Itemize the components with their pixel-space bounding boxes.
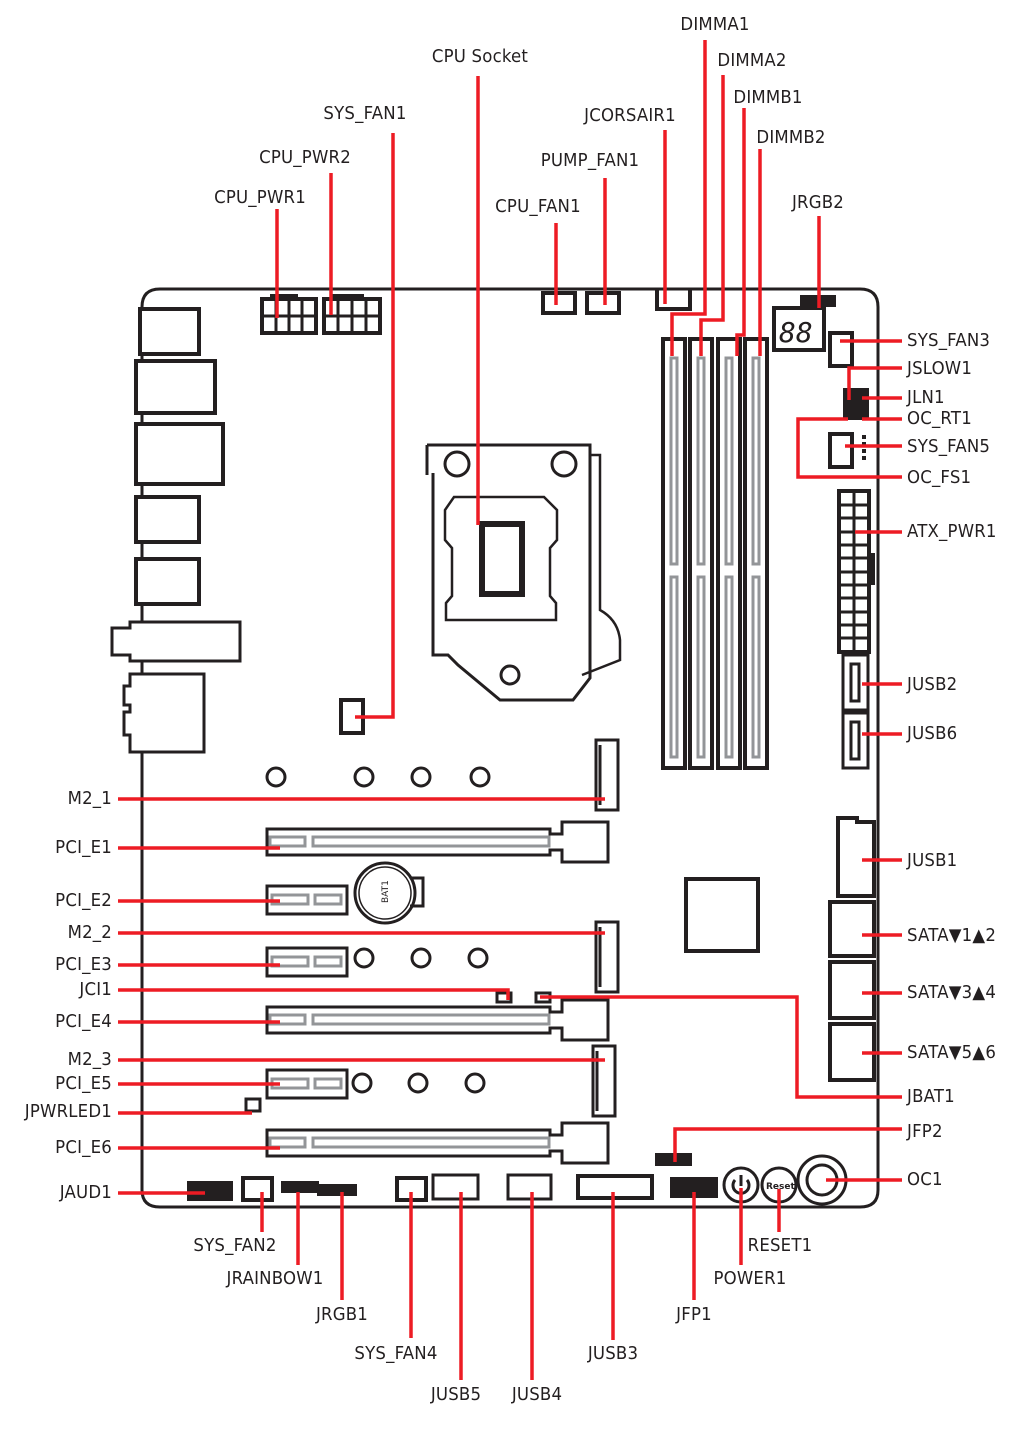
m2-3-slot [591,1044,617,1118]
label-oc-fs1: OC_FS1 [907,467,972,488]
label-jbat1: JBAT1 [907,1086,955,1107]
label-jfp1: JFP1 [676,1304,712,1325]
atx-pwr1-connector [837,489,875,654]
sys-fan3-header [828,331,854,368]
label-sys-fan4: SYS_FAN4 [354,1343,438,1364]
dimm-slots [661,337,769,770]
label-jrgb2: JRGB2 [791,192,845,213]
pump-fan1-header [585,291,621,315]
debug-led [772,306,826,352]
label-pci-e4: PCI_E4 [55,1011,112,1032]
label-jusb2: JUSB2 [907,674,958,695]
sata-1-2-port [828,900,876,958]
label-dimma1: DIMMA1 [680,14,750,35]
jusb3-header [576,1174,654,1200]
label-power1: POWER1 [713,1268,787,1289]
label-cpu-pwr1: CPU_PWR1 [214,187,306,208]
label-dimmb1: DIMMB1 [733,87,803,108]
label-jln1: JLN1 [907,387,945,408]
pci-e3-slot [265,946,349,978]
label-jrainbow1: JRAINBOW1 [226,1268,324,1289]
debug-led-digits: 88 [779,316,813,349]
label-cpu-fan1: CPU_FAN1 [495,196,581,217]
leader-lines [118,40,902,1380]
dimm-b2-slot [743,337,769,770]
label-pci-e1: PCI_E1 [55,837,112,858]
label-m2-2: M2_2 [67,922,112,943]
label-pci-e6: PCI_E6 [55,1137,112,1158]
label-reset1: RESET1 [747,1235,813,1256]
pci-e6-slot [265,1121,610,1165]
label-oc1: OC1 [907,1169,943,1190]
pci-e4-slot [265,998,610,1042]
label-jfp2: JFP2 [907,1121,943,1142]
label-pci-e3: PCI_E3 [55,954,112,975]
dimm-b1-slot [716,337,742,770]
jusb1-connector [836,816,876,898]
m2-2-slot [594,920,620,994]
label-sys-fan3: SYS_FAN3 [907,330,991,351]
label-pci-e2: PCI_E2 [55,890,112,911]
label-sys-fan1: SYS_FAN1 [323,103,407,124]
label-sata-1-2: SATA▼1▲2 [907,925,997,946]
cpu-fan1-header [541,291,577,315]
label-m2-3: M2_3 [67,1049,112,1070]
sata-3-4-port [828,960,876,1020]
jusb5-header [431,1173,480,1201]
label-dimma2: DIMMA2 [717,50,787,71]
chipset [684,877,760,953]
cpu-pwr2-connector [322,294,382,335]
label-jusb5: JUSB5 [430,1384,482,1405]
label-jusb3: JUSB3 [587,1343,639,1364]
dimm-a1-slot [661,337,687,770]
jcorsair1-header [655,288,692,311]
standoff-holes [265,766,491,1094]
jrainbow1-header [281,1181,319,1193]
sys-fan5-header [828,432,854,469]
jusb4-header [506,1173,553,1201]
label-sata-5-6: SATA▼5▲6 [907,1042,997,1063]
jrgb1-header [317,1184,357,1196]
label-pci-e5: PCI_E5 [55,1073,112,1094]
label-oc-rt1: OC_RT1 [907,408,972,429]
board-outline [140,287,880,1209]
label-atx-pwr1: ATX_PWR1 [907,521,997,542]
jpwrled1-header [244,1097,262,1113]
jusb6-connector [841,711,870,770]
label-jpwrled1: JPWRLED1 [24,1101,113,1122]
battery-label: BAT1 [381,880,391,903]
label-jcorsair1: JCORSAIR1 [584,105,676,126]
cpu-socket [425,443,622,702]
sys-fan2-header [241,1176,274,1202]
label-sys-fan2: SYS_FAN2 [193,1235,277,1256]
rear-io-panel [110,307,242,754]
label-dimmb2: DIMMB2 [756,127,826,148]
label-jrgb1: JRGB1 [315,1304,369,1325]
label-cpu-socket: CPU Socket [431,46,529,67]
m2-1-slot [594,738,620,812]
label-cpu-pwr2: CPU_PWR2 [259,147,351,168]
label-jaud1: JAUD1 [59,1182,112,1203]
jci1-header [495,991,513,1004]
dimm-a2-slot [688,337,714,770]
label-jslow1: JSLOW1 [907,358,973,379]
reset-button-text: Reset [766,1182,795,1192]
label-pump-fan1: PUMP_FAN1 [540,150,640,171]
label-jusb4: JUSB4 [511,1384,563,1405]
cpu-pwr1-connector [260,294,318,335]
label-jusb6: JUSB6 [907,723,958,744]
cmos-battery [353,861,425,925]
pci-e1-slot [265,820,610,864]
jaud1-header [187,1181,233,1201]
label-sata-3-4: SATA▼3▲4 [907,982,997,1003]
label-jusb1: JUSB1 [907,850,958,871]
label-m2-1: M2_1 [67,788,112,809]
label-sys-fan5: SYS_FAN5 [907,436,991,457]
label-jci1: JCI1 [79,979,112,1000]
